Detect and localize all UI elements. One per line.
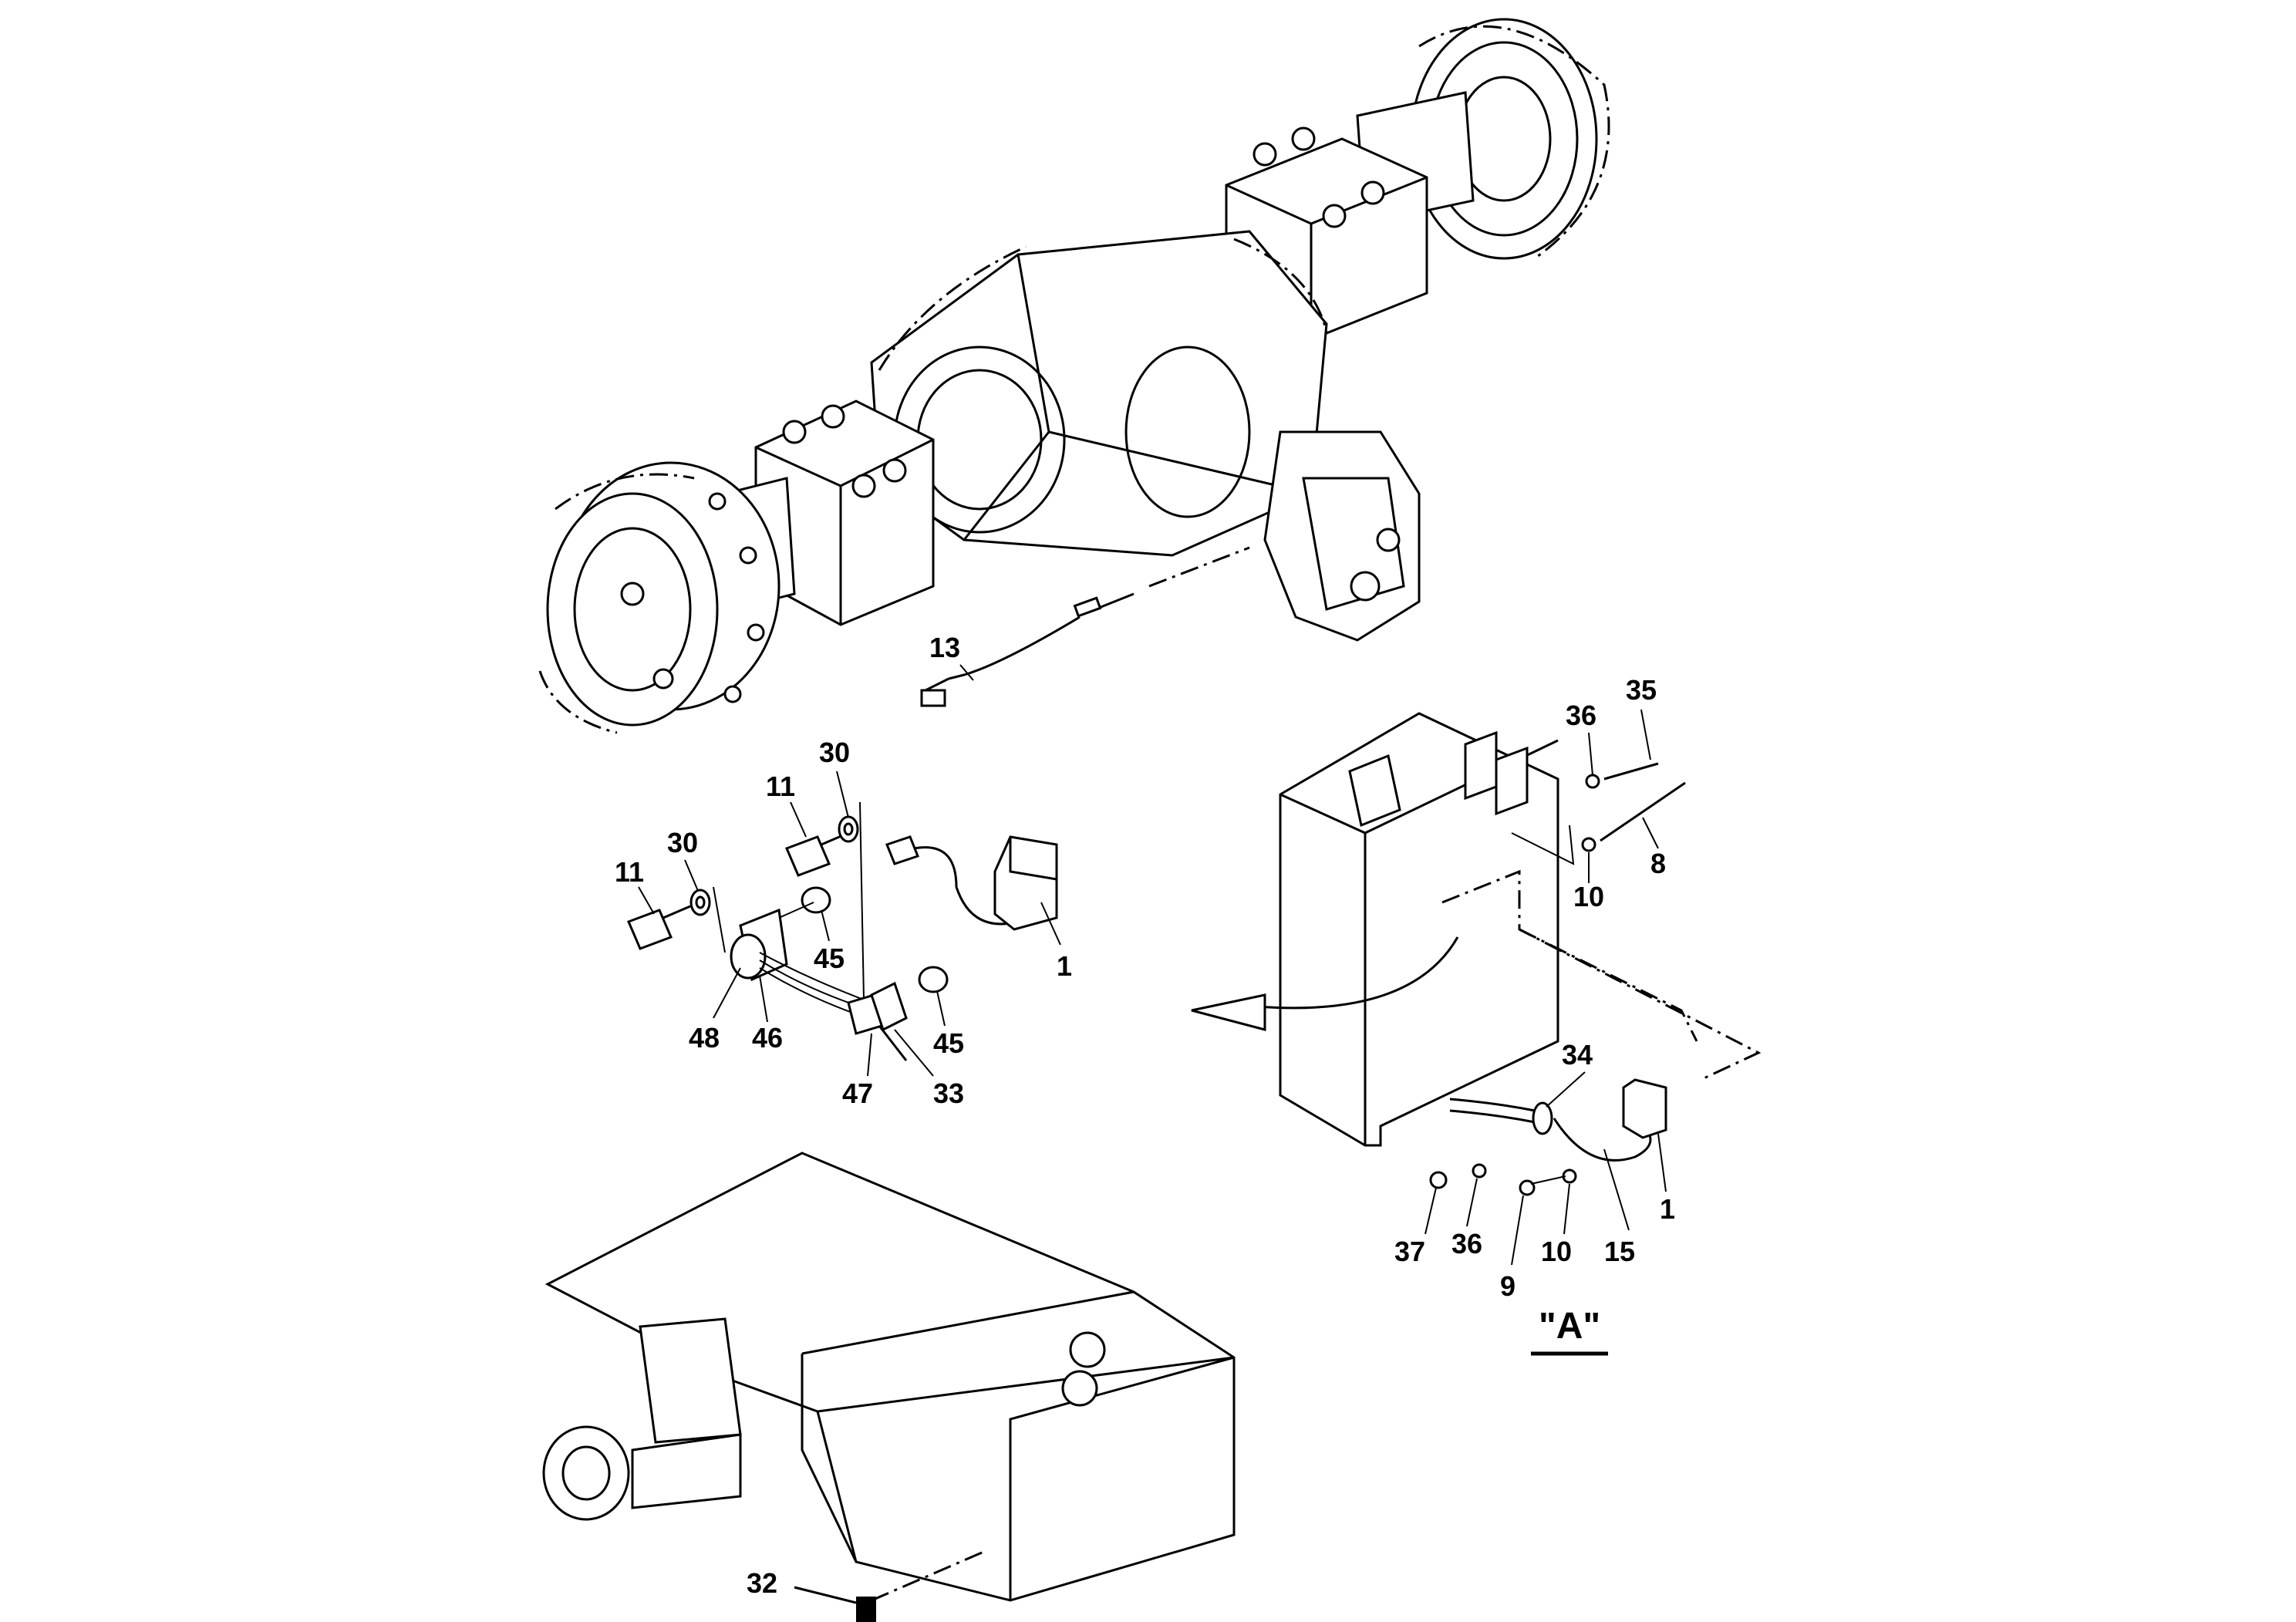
speed-sensor-13	[920, 546, 1250, 707]
callout-48: 48	[689, 1022, 720, 1054]
callout-36: 36	[1451, 1228, 1482, 1259]
callout-45: 45	[933, 1027, 964, 1059]
axle-assembly-drawing	[538, 18, 1610, 734]
callout-1: 1	[1660, 1193, 1675, 1225]
callout-35: 35	[1626, 674, 1657, 706]
view-a-title: "A"	[1531, 1306, 1608, 1356]
callout-8: 8	[1650, 848, 1666, 879]
callout-10: 10	[1541, 1236, 1572, 1267]
leader-lines	[638, 664, 1667, 1266]
callout-9: 9	[1500, 1270, 1515, 1302]
callout-45: 45	[814, 943, 845, 974]
callout-34: 34	[1562, 1039, 1593, 1071]
callout-10: 10	[1573, 881, 1604, 912]
view-a-label: "A"	[1539, 1306, 1600, 1347]
callout-30: 30	[667, 827, 698, 858]
callout-11: 11	[615, 856, 644, 888]
callout-13: 13	[929, 632, 960, 663]
callout-47: 47	[842, 1077, 873, 1109]
callout-11: 11	[766, 771, 795, 802]
harness-detail-drawing	[627, 801, 1058, 1061]
callout-33: 33	[933, 1077, 964, 1109]
callout-1: 1	[1057, 950, 1072, 982]
callout-46: 46	[752, 1022, 783, 1054]
callout-30: 30	[819, 737, 850, 768]
callout-32: 32	[747, 1567, 777, 1599]
frame-assembly-drawing	[542, 1152, 1236, 1622]
callout-36: 36	[1566, 700, 1596, 731]
callout-labels: 13 30 11 30 11 45 1 45 48 46 47 33 35 36…	[615, 632, 1675, 1599]
callout-37: 37	[1394, 1236, 1425, 1267]
callout-15: 15	[1604, 1236, 1635, 1267]
view-a-detail-drawing	[1191, 712, 1762, 1196]
